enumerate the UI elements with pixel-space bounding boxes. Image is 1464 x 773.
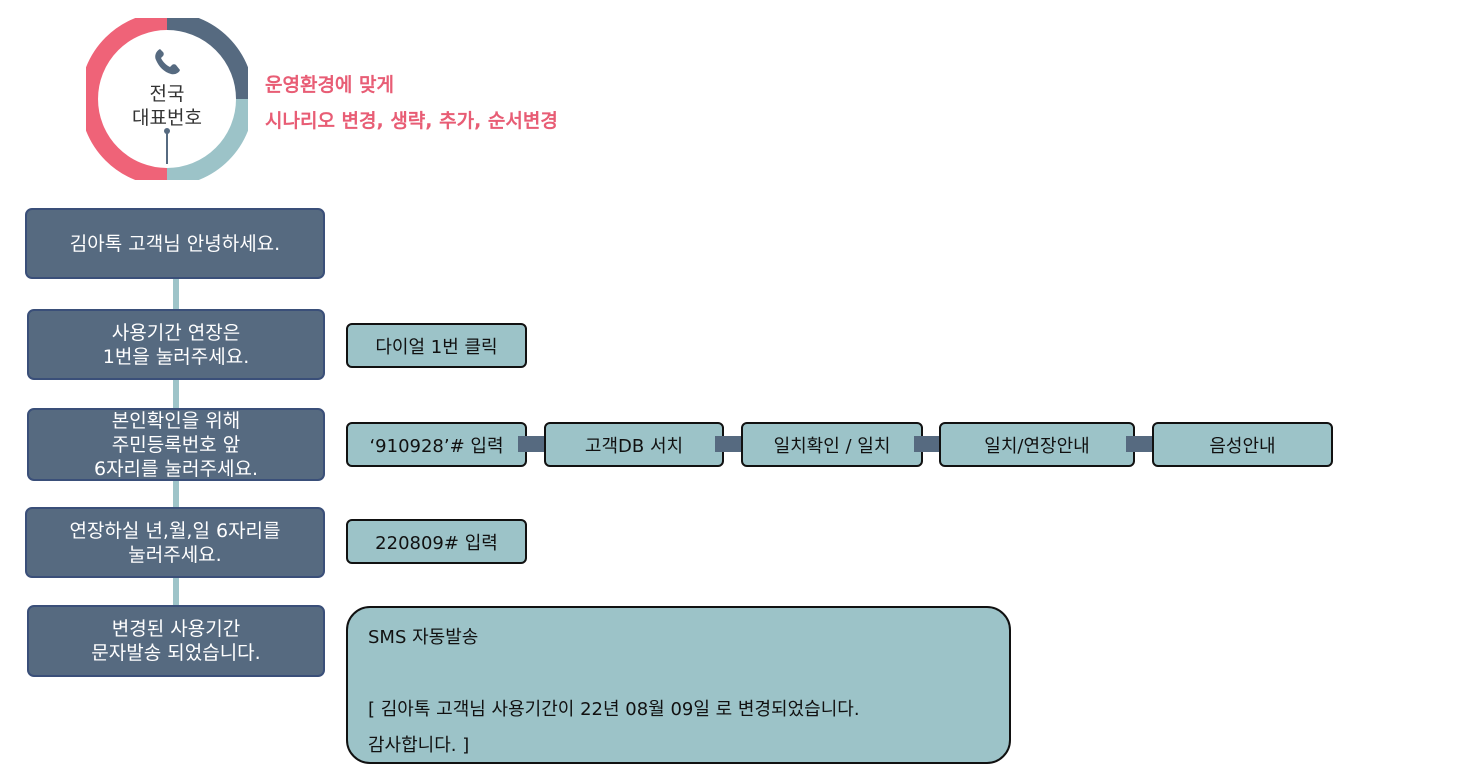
sms-spacer xyxy=(368,656,989,692)
step-extend-prompt: 사용기간 연장은 1번을 눌러주세요. xyxy=(27,309,325,380)
step-connector xyxy=(173,379,179,409)
step-id-verify: 본인확인을 위해 주민등록번호 앞 6자리를 눌러주세요. xyxy=(27,408,325,481)
action-db-search: 고객DB 서치 xyxy=(544,422,724,467)
ring-segment-dark xyxy=(166,18,248,100)
step-connector xyxy=(173,480,179,508)
step-connector xyxy=(173,278,179,310)
step-greeting: 김아톡 고객님 안녕하세요. xyxy=(25,208,325,279)
step-sms-sent: 변경된 사용기간 문자발송 되었습니다. xyxy=(27,605,325,677)
action-voice-guide: 음성안내 xyxy=(1152,422,1333,467)
sms-message-box: SMS 자동발송 [ 김아톡 고객님 사용기간이 22년 08월 09일 로 변… xyxy=(346,606,1011,764)
action-match-check: 일치확인 / 일치 xyxy=(741,422,923,467)
sms-body-line1: [ 김아톡 고객님 사용기간이 22년 08월 09일 로 변경되었습니다. xyxy=(368,699,860,720)
sms-title: SMS 자동발송 xyxy=(368,627,479,648)
ring-chart xyxy=(86,18,248,180)
ring-segment-pink xyxy=(86,18,168,180)
sms-body-line2: 감사합니다. ] xyxy=(368,735,470,756)
step-date-input: 연장하실 년,월,일 6자리를 눌러주세요. xyxy=(25,507,325,578)
step-connector xyxy=(173,577,179,606)
tagline-line1: 운영환경에 맞게 xyxy=(265,74,394,96)
ring-pointer-dot xyxy=(164,128,170,134)
ring-segment-light xyxy=(166,98,248,180)
ring-label-line2: 대표번호 xyxy=(132,107,202,129)
action-id-input: ‘910928’# 입력 xyxy=(346,422,527,467)
action-date-input: 220809# 입력 xyxy=(346,519,527,564)
action-dial: 다이얼 1번 클릭 xyxy=(346,323,527,368)
phone-icon xyxy=(150,44,184,78)
tagline-line2: 시나리오 변경, 생략, 추가, 순서변경 xyxy=(265,110,558,132)
action-extend-guide: 일치/연장안내 xyxy=(939,422,1135,467)
ring-logo: 전국 대표번호 xyxy=(86,18,248,180)
ring-label-line1: 전국 xyxy=(149,83,185,105)
